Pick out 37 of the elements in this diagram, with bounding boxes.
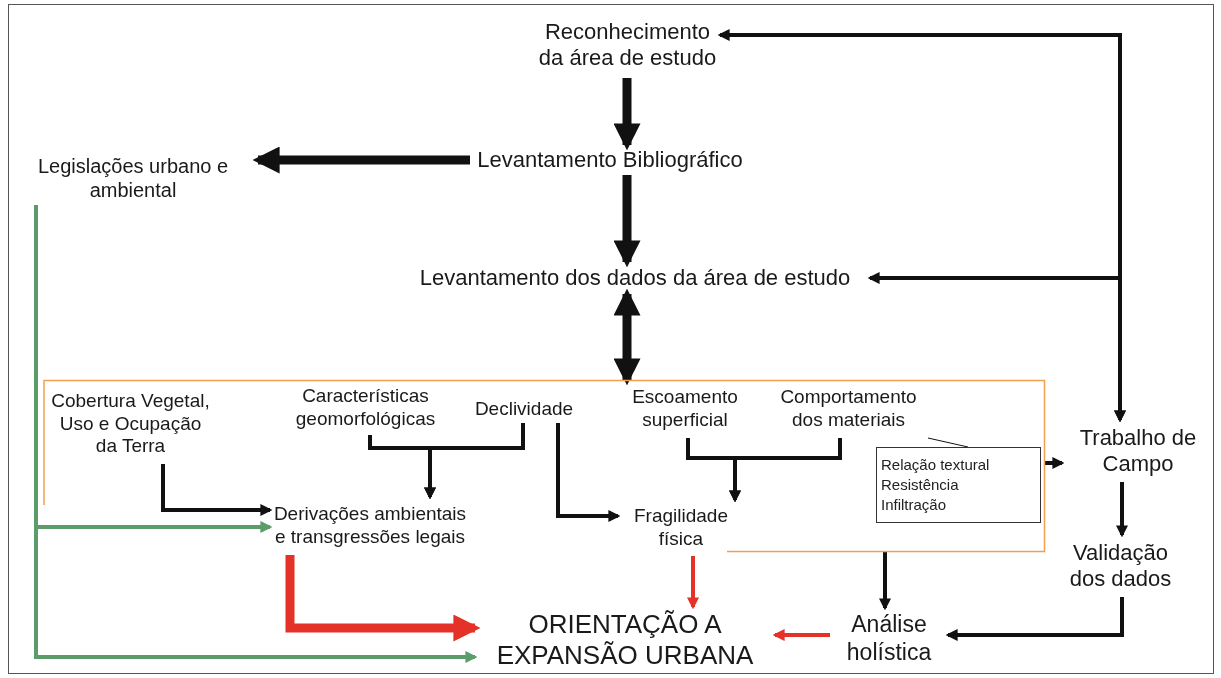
step-label: ORIENTAÇÃO A EXPANSÃO URBANA	[475, 607, 775, 673]
arrow	[556, 423, 621, 522]
arrow	[161, 464, 273, 516]
arrow	[285, 555, 481, 642]
step-label: Levantamento Bibliográfico	[470, 145, 750, 175]
step-label: Reconhecimento da área de estudo	[535, 12, 720, 78]
step-label: Derivações ambientais e transgressões legais	[270, 497, 470, 555]
step-label: Trabalho de Campo	[1062, 420, 1214, 482]
step-label: Características geomorfológicas	[268, 380, 463, 435]
step-label: Validação dos dados	[1058, 535, 1183, 597]
arrow	[687, 556, 699, 610]
arrow	[772, 629, 830, 641]
step-label: Cobertura Vegetal, Uso e Ocupação da Terra	[48, 384, 213, 464]
arrow	[613, 78, 641, 151]
step-label: Comportamento dos materiais	[766, 380, 931, 438]
arrow	[867, 272, 1126, 423]
note-text: Infiltração	[881, 495, 948, 516]
arrow	[613, 288, 641, 386]
arrow	[1045, 457, 1065, 469]
arrow	[424, 423, 525, 500]
note-text: Resistência	[881, 474, 960, 495]
arrow	[879, 552, 891, 611]
step-label: Legislações urbano e ambiental	[8, 150, 258, 205]
step-label: Análise holística	[830, 608, 948, 670]
step-label: Fragilidade física	[618, 500, 744, 556]
arrow	[945, 597, 1124, 641]
step-label: Escoamento superficial	[610, 380, 760, 438]
note-box	[876, 447, 1041, 523]
leader-line	[927, 437, 969, 448]
arrow	[613, 175, 641, 268]
arrow	[252, 146, 470, 174]
note-text: Relação textural	[881, 454, 991, 475]
step-label: Declividade	[468, 395, 580, 423]
arrow	[1116, 482, 1128, 538]
arrow	[729, 438, 842, 503]
arrow	[34, 205, 273, 533]
step-label: Levantamento dos dados da área de estudo	[400, 262, 870, 294]
